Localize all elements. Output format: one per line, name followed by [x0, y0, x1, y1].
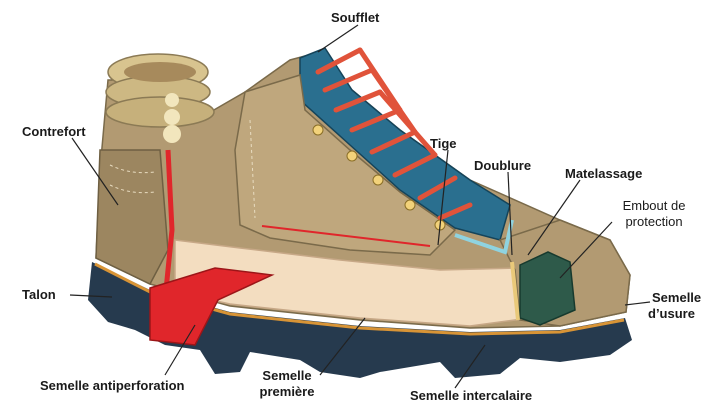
label-talon: Talon	[22, 287, 56, 302]
label-semelle-usure-line1: Semelle	[652, 290, 701, 305]
steel-toe-cap	[520, 252, 575, 325]
label-matelassage: Matelassage	[565, 166, 642, 181]
label-doublure: Doublure	[474, 158, 531, 173]
label-semelle-usure-line2: d’usure	[648, 306, 695, 321]
collar	[106, 54, 214, 127]
label-semelle-premiere-line1: Semelle	[252, 368, 322, 383]
heel-counter	[96, 150, 168, 284]
padding-beads	[163, 93, 181, 143]
label-tige: Tige	[430, 136, 457, 151]
label-soufflet: Soufflet	[331, 10, 379, 25]
label-embout-line2: protection	[612, 214, 696, 229]
label-semelle-intercalaire: Semelle intercalaire	[410, 388, 532, 403]
label-semelle-premiere-line2: première	[252, 384, 322, 399]
label-embout-line1: Embout de	[612, 198, 696, 213]
label-semelle-antiperforation: Semelle antiperforation	[40, 378, 184, 393]
label-contrefort: Contrefort	[22, 124, 86, 139]
